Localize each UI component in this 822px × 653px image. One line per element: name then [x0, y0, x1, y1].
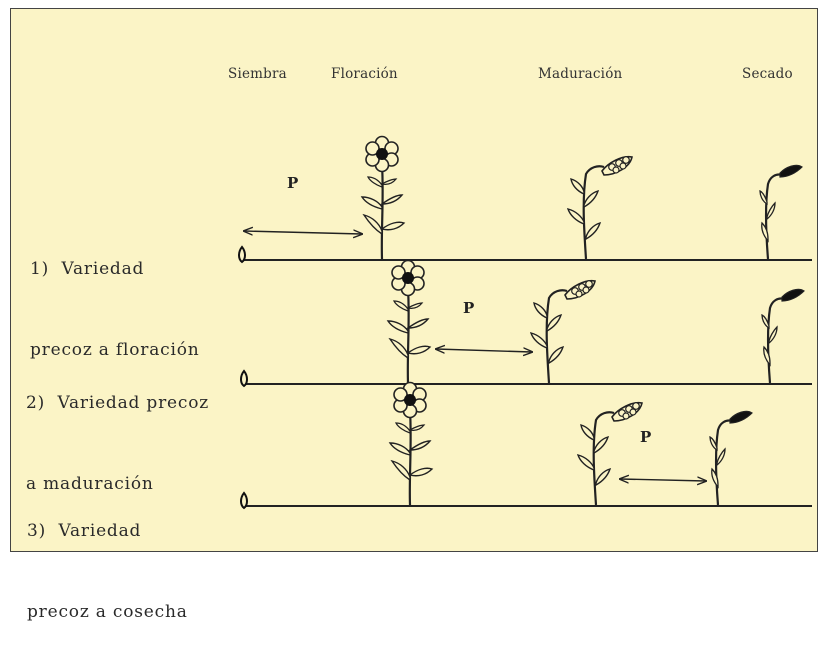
- row3-dry-plant: [710, 411, 752, 505]
- row1-p-arrow: [244, 231, 362, 234]
- row3-flowering-plant: [390, 383, 432, 506]
- row3-maturing-plant: [578, 403, 642, 505]
- row2-seed: [241, 371, 247, 386]
- row3-label-line2: precoz a cosecha: [27, 599, 188, 626]
- row1-dry-plant: [760, 165, 802, 259]
- row2-p-arrow: [436, 349, 532, 352]
- row1-seed: [239, 247, 245, 262]
- row2-flowering-plant: [388, 261, 430, 384]
- diagram-drawing: [0, 0, 822, 556]
- row3-seed: [241, 493, 247, 508]
- row1-maturing-plant: [568, 157, 632, 259]
- row2-maturing-plant: [531, 281, 595, 383]
- row1-flowering-plant: [362, 137, 404, 260]
- row3-p-arrow: [620, 479, 706, 481]
- row2-dry-plant: [762, 289, 804, 383]
